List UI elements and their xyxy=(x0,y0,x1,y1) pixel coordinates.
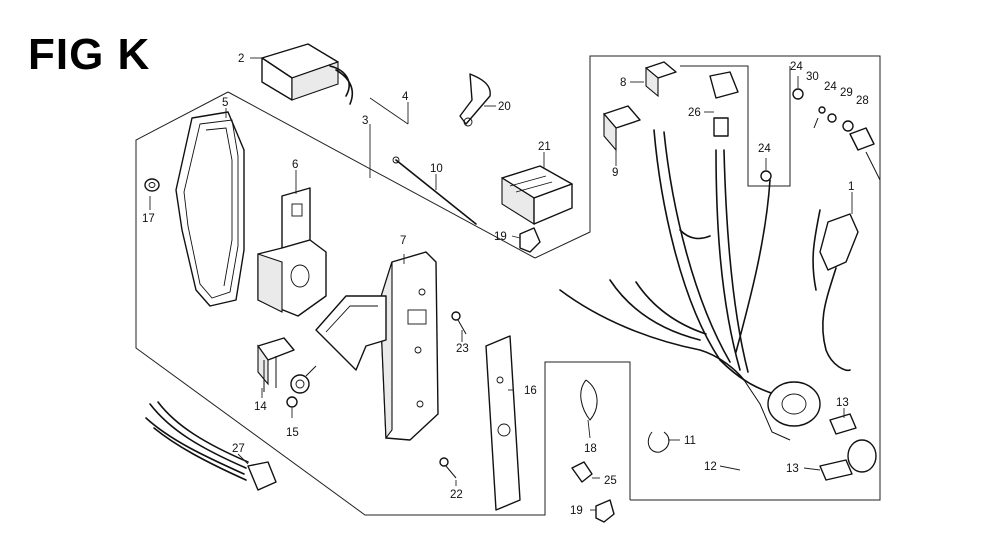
part-19-clamp-upper xyxy=(519,227,541,253)
callout-1: 1 xyxy=(848,181,854,193)
part-18-cable-tie xyxy=(580,379,598,421)
callout-16: 16 xyxy=(524,385,537,397)
part-17-grommet xyxy=(144,178,160,192)
callout-24-a: 24 xyxy=(790,61,803,73)
part-12-main-harness xyxy=(559,129,791,441)
part-11-clip xyxy=(647,431,670,453)
callout-13-lower: 13 xyxy=(786,463,799,475)
part-13-key-lower xyxy=(819,459,853,481)
part-7-panel xyxy=(315,251,439,441)
part-25-clip xyxy=(571,461,593,483)
part-20-clip xyxy=(459,73,491,127)
part-15-knob xyxy=(286,365,317,408)
callout-18: 18 xyxy=(584,443,597,455)
callout-4: 4 xyxy=(402,91,409,103)
leader-lines xyxy=(149,57,853,511)
callout-9: 9 xyxy=(612,167,618,179)
small-hardware-group xyxy=(760,88,881,182)
callout-15: 15 xyxy=(286,427,299,439)
callout-19-upper: 19 xyxy=(494,231,507,243)
callout-7: 7 xyxy=(400,235,406,247)
callout-19-lower: 19 xyxy=(570,505,583,517)
part-8-relay xyxy=(645,61,677,98)
callout-13-upper: 13 xyxy=(836,397,849,409)
part-5-cover xyxy=(175,111,245,307)
callout-14: 14 xyxy=(254,401,267,413)
callout-27: 27 xyxy=(232,443,245,455)
part-21-connector-block xyxy=(501,165,573,225)
callout-10: 10 xyxy=(430,163,443,175)
figure-title: FIG K xyxy=(28,30,151,79)
part-1-switch-assembly xyxy=(812,209,859,372)
part-19-clamp-lower xyxy=(595,499,615,523)
callout-11: 11 xyxy=(684,435,696,447)
right-assembly-frame xyxy=(534,55,881,501)
part-2-control-unit xyxy=(261,43,354,105)
callout-24-c: 24 xyxy=(758,143,771,155)
part-27-sub-harness xyxy=(145,401,277,491)
part-16-plate xyxy=(485,335,521,511)
callout-12: 12 xyxy=(704,461,717,473)
callout-28: 28 xyxy=(856,95,869,107)
part-26-fuse-holder xyxy=(709,71,739,137)
callout-6: 6 xyxy=(292,159,298,171)
left-assembly-frame xyxy=(135,91,631,516)
callout-3: 3 xyxy=(362,115,368,127)
callout-8: 8 xyxy=(620,77,626,89)
part-14-switch xyxy=(257,337,295,392)
callout-23: 23 xyxy=(456,343,469,355)
part-23-screw xyxy=(451,311,467,335)
callout-30: 30 xyxy=(806,71,819,83)
part-6-bracket xyxy=(257,187,327,317)
callout-20: 20 xyxy=(498,101,511,113)
callout-24-b: 24 xyxy=(824,81,837,93)
part-13-key-upper xyxy=(829,413,857,435)
callout-29: 29 xyxy=(840,87,853,99)
part-10-cable-rod xyxy=(392,156,477,225)
callout-21: 21 xyxy=(538,141,551,153)
part-9-connector xyxy=(603,105,641,152)
callout-5: 5 xyxy=(222,97,228,109)
callout-17: 17 xyxy=(142,213,155,225)
callout-labels: 2 3 4 5 6 7 10 17 20 21 19 23 14 15 27 2… xyxy=(142,53,869,517)
callout-26: 26 xyxy=(688,107,701,119)
callout-2: 2 xyxy=(238,53,244,65)
callout-22: 22 xyxy=(450,489,463,501)
part-22-screw xyxy=(439,457,457,479)
ignition-barrel xyxy=(767,381,877,473)
callout-25: 25 xyxy=(604,475,617,487)
